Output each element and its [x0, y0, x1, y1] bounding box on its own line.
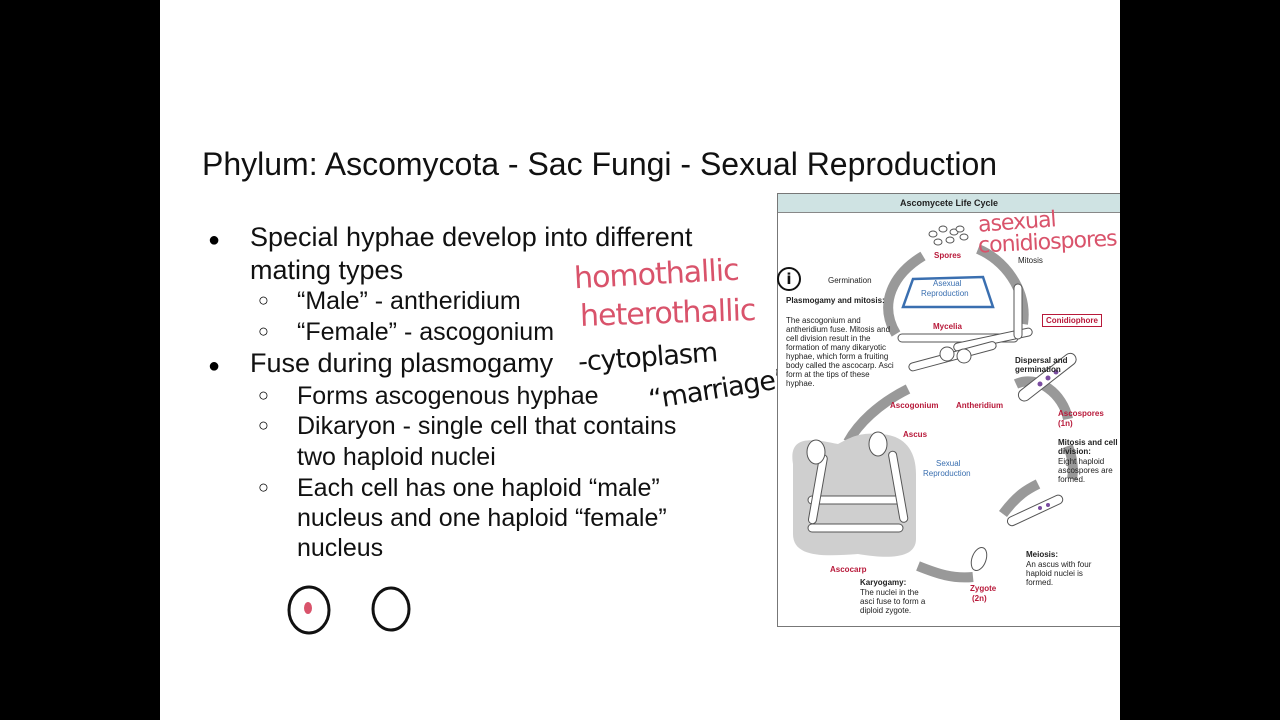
label-ascocarp: Ascocarp — [830, 565, 867, 574]
label-conidiophore: Conidiophore — [1042, 314, 1102, 327]
bullet-dot: ● — [208, 229, 221, 251]
label-sexual-reproduction: Reproduction — [923, 469, 971, 478]
sub-bullet-circle: ○ — [258, 290, 269, 310]
sub-bullet-dikaryon-1: Dikaryon - single cell that contains — [297, 412, 677, 440]
label-asexual: Asexual — [933, 279, 962, 288]
handwritten-info-mark: i — [777, 267, 801, 291]
ascospore-dots — [1037, 369, 1059, 510]
label-ascospores-ploidy: (1n) — [1058, 419, 1073, 428]
cell-with-nucleus — [287, 585, 331, 635]
arrow-germination — [883, 251, 926, 337]
diagram-title: Ascomycete Life Cycle — [778, 194, 1120, 213]
diagram-illustration — [792, 225, 1078, 583]
sub-bullet-each-cell-3: nucleus — [297, 534, 384, 562]
sub-bullet-circle: ○ — [258, 477, 269, 497]
spores-cluster — [928, 225, 969, 246]
label-sexual: Sexual — [936, 459, 961, 468]
sub-bullet-dikaryon-2: two haploid nuclei — [297, 443, 496, 471]
label-plasmogamy-description: The ascogonium and antheridium fuse. Mit… — [786, 316, 894, 388]
label-plasmogamy-heading: Plasmogamy and mitosis: — [786, 296, 885, 305]
bullet-1-line-2: mating types — [250, 255, 404, 285]
handwritten-homothallic: homothallic — [573, 252, 740, 297]
label-mycelia: Mycelia — [933, 322, 962, 331]
label-meiosis-description: An ascus with four haploid nuclei is for… — [1026, 560, 1092, 587]
empty-cell — [371, 586, 411, 632]
sub-bullet-each-cell-2: nucleus and one haploid “female” — [297, 504, 667, 532]
arrow-mitosis — [975, 244, 1029, 325]
label-dispersal: Dispersal and germination — [1015, 356, 1068, 374]
label-mitosis-division-heading: Mitosis and cell division: — [1058, 438, 1118, 456]
label-meiosis-heading: Meiosis: — [1026, 550, 1059, 559]
arrow-mitosis-division — [1063, 444, 1078, 480]
sub-bullet-circle: ○ — [258, 321, 269, 341]
slide: Phylum: Ascomycota - Sac Fungi - Sexual … — [160, 0, 1120, 720]
sub-bullet-male: “Male” - antheridium — [297, 287, 521, 315]
ascocarp-hyphae — [806, 431, 909, 533]
label-mitosis: Mitosis — [1018, 256, 1043, 265]
label-spores: Spores — [934, 251, 962, 260]
ascomycete-life-cycle-diagram: Ascomycete Life Cycle — [777, 193, 1120, 627]
bullet-1-line-1: Special hyphae develop into different — [250, 222, 693, 252]
label-zygote: Zygote — [970, 584, 997, 593]
label-reproduction: Reproduction — [921, 289, 969, 298]
sub-bullet-circle: ○ — [258, 385, 269, 405]
label-karyogamy-heading: Karyogamy: — [860, 578, 907, 587]
label-zygote-ploidy: (2n) — [972, 594, 987, 603]
arrow-meiosis — [999, 479, 1041, 518]
bullet-dot: ● — [208, 355, 221, 377]
sub-bullet-female: “Female” - ascogonium — [297, 318, 555, 346]
label-mitosis-division-description: Eight haploid ascospores are formed. — [1058, 457, 1113, 484]
hand-drawn-cells — [287, 585, 411, 635]
sub-bullet-each-cell-1: Each cell has one haploid “male” — [297, 474, 660, 502]
label-karyogamy-description: The nuclei in the asci fuse to form a di… — [860, 588, 926, 615]
arrow-dispersal — [1013, 376, 1073, 421]
handwritten-cytoplasm: -cytoplasm — [577, 337, 719, 378]
bullet-2-line-1: Fuse during plasmogamy — [250, 348, 554, 378]
sub-bullet-ascogenous: Forms ascogenous hyphae — [297, 382, 599, 410]
arrow-karyogamy — [916, 561, 974, 583]
asexual-reproduction-box — [901, 275, 995, 309]
label-ascogonium: Ascogonium — [890, 401, 939, 410]
mycelia-hyphae — [897, 283, 1033, 372]
sub-bullet-circle: ○ — [258, 415, 269, 435]
nucleus-dot — [304, 602, 312, 614]
slide-title: Phylum: Ascomycota - Sac Fungi - Sexual … — [202, 146, 998, 182]
handwritten-heterothallic: heterothallic — [579, 292, 756, 335]
arrow-to-ascus — [843, 384, 911, 445]
label-antheridium: Antheridium — [956, 401, 1004, 410]
label-ascospores: Ascospores — [1058, 409, 1104, 418]
label-germination: Germination — [828, 276, 872, 285]
label-ascus: Ascus — [903, 430, 928, 439]
